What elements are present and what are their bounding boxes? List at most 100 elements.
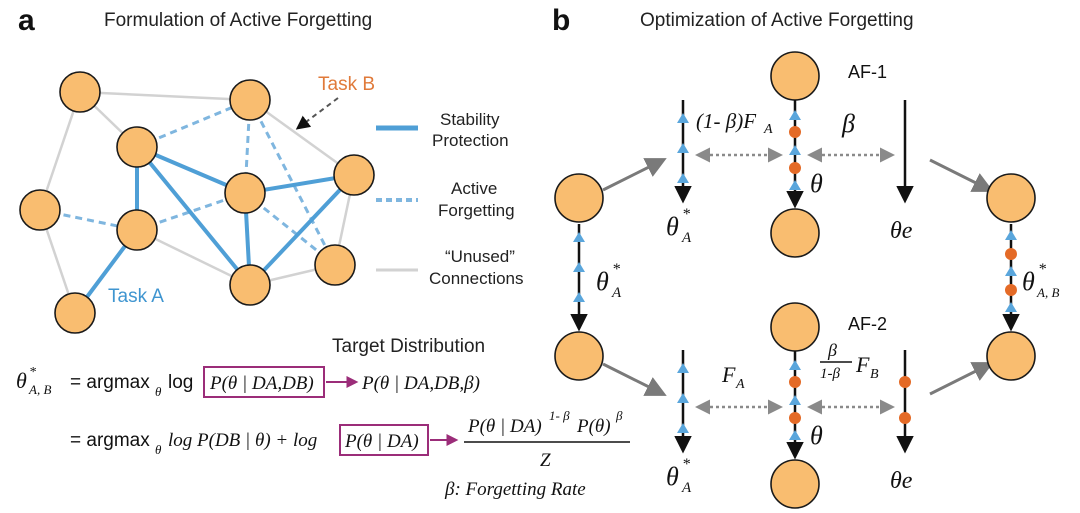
af1-col1-theta: θ [666,212,679,241]
transition-arrow [602,158,667,192]
eq2-term: log P(DB | θ) + log [168,430,317,451]
blue-marker [677,173,689,183]
orange-marker [789,162,801,174]
legend-stability-1: Stability [440,110,500,129]
af2-fa: F [721,362,736,387]
stability-edge [135,145,252,287]
eq2-argmax-sub: θ [155,442,162,457]
orange-marker [789,376,801,388]
af2-label: AF-2 [848,314,887,334]
af2-col1-sub: A [681,480,692,496]
af2-fb-sub: B [870,367,879,382]
eq1-theta: θ [16,368,27,393]
network-node [333,154,375,196]
legend-active-2: Forgetting [438,201,515,220]
network-node [116,209,158,251]
right-orange-marker [1005,248,1017,260]
legend-unused-1: “Unused” [445,247,515,266]
af1-col1-sub: A [681,230,692,246]
eq2-num-b: P(θ) [576,416,611,437]
left-blue-marker [573,292,585,302]
eq1-sub: A, B [28,382,51,397]
af1-theta-e: θe [890,218,913,244]
unused-edge [249,98,355,177]
task-b-label: Task B [318,74,375,95]
af1-coef-sub: A [763,122,773,137]
eq1-argmax: = argmax [70,372,150,393]
end-node-top [986,173,1036,223]
blue-marker [677,113,689,123]
svg-text:*: * [1038,261,1046,278]
af1-col1-star: * [682,206,690,223]
task-b-arrow [295,97,339,130]
network-node [19,189,61,231]
network-node [229,79,271,121]
eq1-rhs: P(θ | DA,DB,β) [361,373,480,394]
eq2-num-a: P(θ | DA) [467,416,542,437]
network-node [224,172,266,214]
af2-frac-num: β [827,340,837,360]
eq1-log: log [168,372,193,393]
blue-marker [789,145,801,155]
panel-a-letter: a [18,4,35,37]
eq2-num-sup2: β [615,408,623,423]
eq2-den: Z [540,450,551,471]
blue-marker [789,180,801,190]
blue-marker [677,363,689,373]
network-node [116,126,158,168]
unused-edge [136,228,251,287]
eq1-box-text: P(θ | DA,DB) [209,373,314,394]
af2-col1-theta: θ [666,462,679,491]
af2-frac-den: 1-β [820,366,840,382]
network-graph [19,71,375,334]
af2-top-node [770,302,820,352]
forgetting-rate: β: Forgetting Rate [444,479,586,500]
start-node-bottom [554,331,604,381]
equation-2: = argmax θ log P(DB | θ) + log P(θ | DA)… [70,408,630,500]
af2-block: AF-2 θ * A F A θ β 1-β F B θe [666,302,914,509]
legend-stability-2: Protection [432,131,509,150]
right-blue-marker [1005,302,1017,312]
task-a-label: Task A [108,286,164,307]
af1-coef: (1- β)F [696,109,756,133]
eq1-argmax-sub: θ [155,384,162,399]
legend-unused-2: Connections [429,269,524,288]
equation-1: θ * A, B = argmax θ log P(θ | DA,DB) P(θ… [16,365,480,399]
orange-marker [789,126,801,138]
left-blue-marker [573,232,585,242]
panel-b-title: Optimization of Active Forgetting [640,10,914,31]
eq2-num-sup1: 1- β [549,408,570,423]
af1-top-node [770,51,820,101]
eq1-box [203,366,325,398]
blue-marker [789,360,801,370]
network-node [314,244,356,286]
legend-active-1: Active [451,179,497,198]
af1-block: AF-1 θ * A (1- β)F A θ β θe [666,51,914,258]
af2-bottom-node [770,459,820,509]
blue-marker [677,143,689,153]
right-orange-marker [1005,284,1017,296]
network-node [54,292,96,334]
blue-marker [789,430,801,440]
orange-marker [789,412,801,424]
target-distribution-label: Target Distribution [332,336,485,357]
svg-text:A: A [611,285,622,301]
left-theta-label: θ * A [596,261,622,301]
left-blue-marker [573,262,585,272]
svg-text:*: * [612,261,620,278]
orange-marker [899,412,911,424]
blue-marker [789,395,801,405]
stability-edge [248,173,356,287]
unused-edge [79,90,251,102]
blue-marker [789,110,801,120]
blue-marker [677,423,689,433]
right-theta-label: θ * A, B [1022,261,1059,300]
af2-fb: F [855,352,870,377]
af2-col1-star: * [682,456,690,473]
af1-beta: β [841,109,855,138]
legend: Stability Protection Active Forgetting “… [376,110,524,288]
network-node [59,71,101,113]
af2-theta-e: θe [890,468,913,494]
network-node [229,264,271,306]
